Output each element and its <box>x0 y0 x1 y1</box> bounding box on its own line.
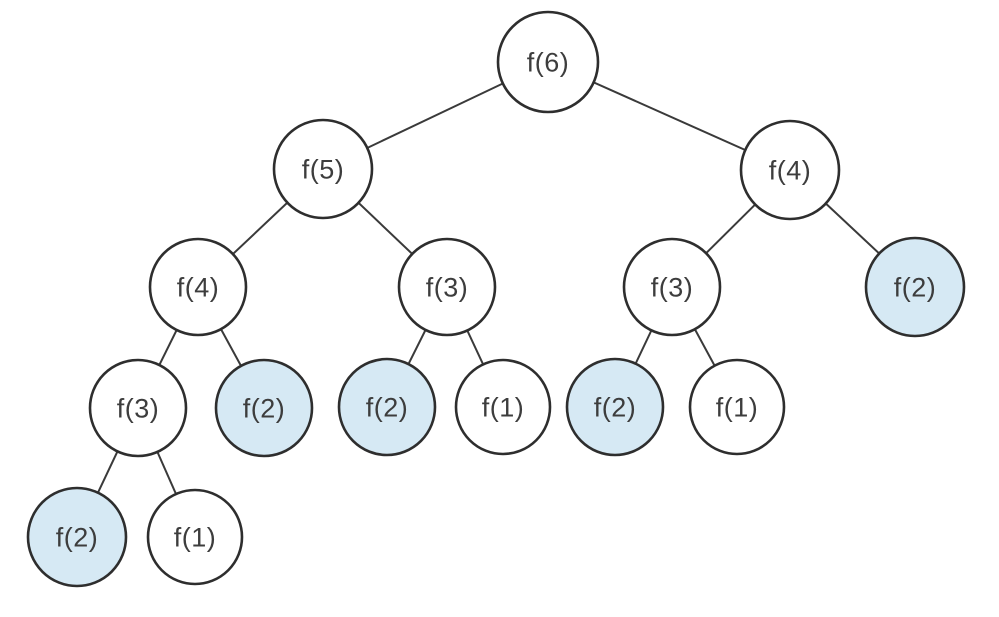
node-circle <box>454 358 552 456</box>
tree-node-n14-f2: f(2) <box>26 486 128 588</box>
node-label: f(2) <box>56 523 99 553</box>
tree-node-n12-f2: f(2) <box>565 357 665 457</box>
tree-node-n7-f2: f(2) <box>864 236 966 338</box>
node-circle <box>272 118 374 220</box>
tree-node-n6-f3: f(3) <box>622 237 722 337</box>
node-circle <box>397 237 497 337</box>
node-label: f(2) <box>894 273 937 303</box>
node-circle-highlighted <box>26 486 128 588</box>
tree-node-n10-f2: f(2) <box>337 357 437 457</box>
node-label: f(2) <box>243 394 286 424</box>
tree-node-n8-f3: f(3) <box>88 358 188 458</box>
tree-node-n3-f4: f(4) <box>739 119 841 221</box>
node-label: f(3) <box>426 273 469 303</box>
node-circle-highlighted <box>214 358 314 458</box>
node-circle-highlighted <box>565 357 665 457</box>
node-label: f(3) <box>117 394 160 424</box>
tree-node-n4-f4: f(4) <box>148 237 248 337</box>
node-label: f(6) <box>527 48 570 78</box>
node-label: f(4) <box>177 273 220 303</box>
node-circle <box>622 237 722 337</box>
tree-node-n9-f2: f(2) <box>214 358 314 458</box>
node-circle <box>148 237 248 337</box>
node-label: f(1) <box>174 523 217 553</box>
node-circle-highlighted <box>864 236 966 338</box>
node-label: f(4) <box>769 156 812 186</box>
tree-node-n15-f1: f(1) <box>146 488 244 586</box>
node-circle <box>146 488 244 586</box>
tree-nodes: f(6) f(5) f(4) f(4) f(3) f(3) f(2) f(3) f(2) f(2)… <box>26 10 966 588</box>
node-label: f(2) <box>366 393 409 423</box>
tree-node-n2-f5: f(5) <box>272 118 374 220</box>
node-circle <box>688 358 786 456</box>
node-circle <box>739 119 841 221</box>
tree-node-n5-f3: f(3) <box>397 237 497 337</box>
node-label: f(2) <box>594 393 637 423</box>
node-label: f(1) <box>716 393 759 423</box>
node-circle-highlighted <box>337 357 437 457</box>
node-circle <box>88 358 188 458</box>
node-circle <box>496 10 600 114</box>
node-label: f(3) <box>651 273 694 303</box>
tree-node-n13-f1: f(1) <box>688 358 786 456</box>
tree-node-n1-f6: f(6) <box>496 10 600 114</box>
node-label: f(1) <box>482 393 525 423</box>
node-label: f(5) <box>302 155 345 185</box>
tree-node-n11-f1: f(1) <box>454 358 552 456</box>
